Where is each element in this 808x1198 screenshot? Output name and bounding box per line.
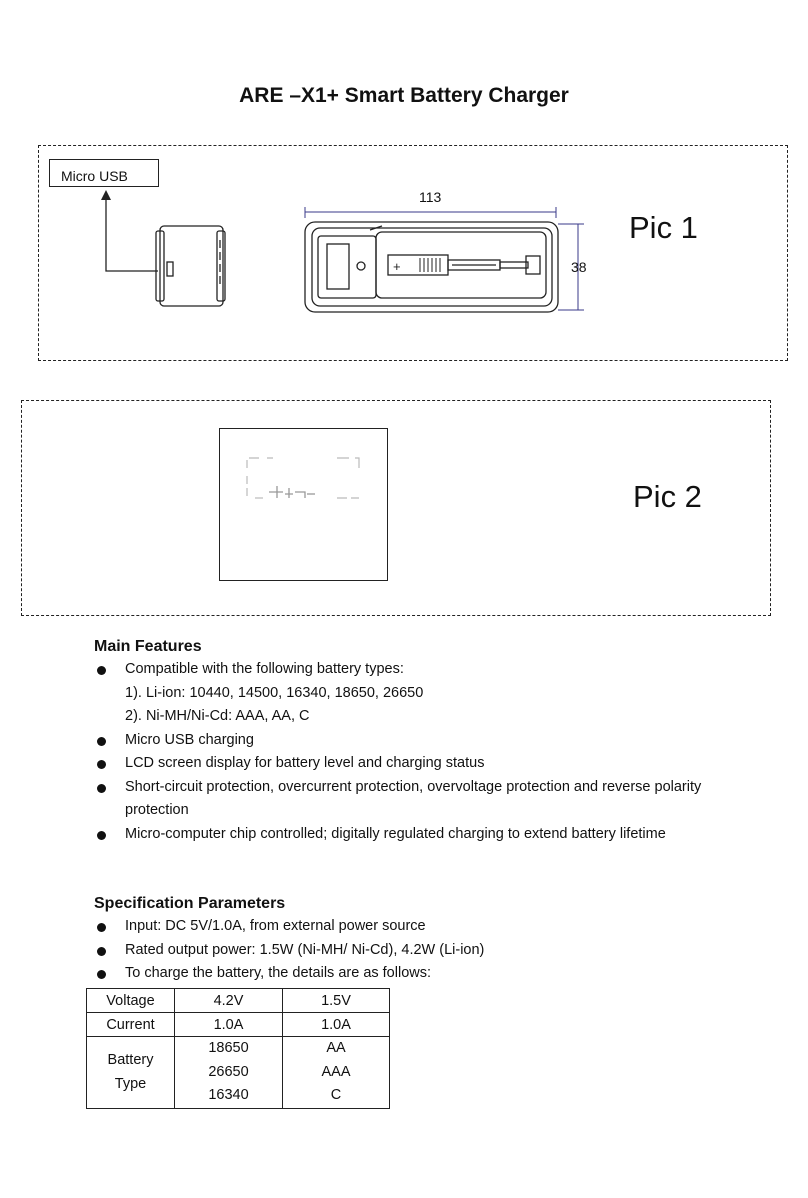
table-row: Battery Type 18650 26650 16340 AA AAA C [86,1036,390,1109]
bullet-icon [97,760,106,769]
table-cell: Current [86,1012,175,1037]
pic1-frame [38,145,788,361]
spec-section: Specification Parameters Input: DC 5V/1.… [94,895,774,986]
usb-arrow [105,200,158,272]
lcd-display-frame [219,428,388,581]
feature-item: Micro USB charging [94,729,774,753]
feature-item: LCD screen display for battery level and… [94,752,774,776]
charger-diagram: + [101,190,584,313]
feature-sub-item: 2). Ni-MH/Ni-Cd: AAA, AA, C [125,708,310,724]
height-dimension [558,223,584,311]
feature-item: Compatible with the following battery ty… [94,658,774,682]
pic2-label: Pic 2 [633,479,702,514]
bullet-icon [97,830,106,840]
height-dimension-label: 38 [571,259,587,275]
main-features-section: Main Features Compatible with the follow… [94,638,774,846]
bullet-icon [97,736,106,746]
table-cell: AA AAA C [282,1036,390,1109]
feature-item-continuation: protection [125,802,189,818]
spec-item: Input: DC 5V/1.0A, from external power s… [94,915,774,939]
table-row: Current 1.0A 1.0A [86,1012,390,1037]
plus-icon: + [393,259,401,274]
bullet-icon [97,970,106,979]
table-cell: Voltage [86,988,175,1013]
bullet-icon [97,923,106,932]
table-cell: Battery Type [86,1036,175,1109]
charge-details-table: Voltage 4.2V 1.5V Current 1.0A 1.0A Batt… [86,988,390,1109]
table-cell: 1.0A [174,1012,283,1037]
charger-top-view [304,221,559,313]
table-row: Voltage 4.2V 1.5V [86,988,390,1013]
micro-usb-label: Micro USB [49,159,159,187]
length-dimension-label: 113 [419,189,442,205]
table-cell: 1.0A [282,1012,390,1037]
pic2-frame [21,400,771,616]
feature-sub-item: 1). Li-ion: 10440, 14500, 16340, 18650, … [125,684,424,701]
page-title: ARE –X1+ Smart Battery Charger [239,84,569,107]
feature-item: Short-circuit protection, overcurrent pr… [94,776,774,800]
bullet-icon [97,666,106,675]
length-dimension [304,207,557,218]
spec-item: To charge the battery, the details are a… [94,962,774,986]
bullet-icon [97,783,106,793]
pic1-label: Pic 1 [629,210,698,245]
table-cell: 18650 26650 16340 [174,1036,283,1109]
spec-heading: Specification Parameters [94,895,286,912]
arrow-head-icon [101,190,111,200]
lcd-display-graphic [246,457,360,499]
spec-item: Rated output power: 1.5W (Ni-MH/ Ni-Cd),… [94,939,774,963]
battery-cells-icon [419,258,441,272]
table-cell: 4.2V [174,988,283,1013]
table-cell: 1.5V [282,988,390,1013]
charger-side-view [155,225,226,307]
bullet-icon [97,946,106,956]
main-features-heading: Main Features [94,638,202,655]
feature-item: Micro-computer chip controlled; digitall… [94,823,774,847]
